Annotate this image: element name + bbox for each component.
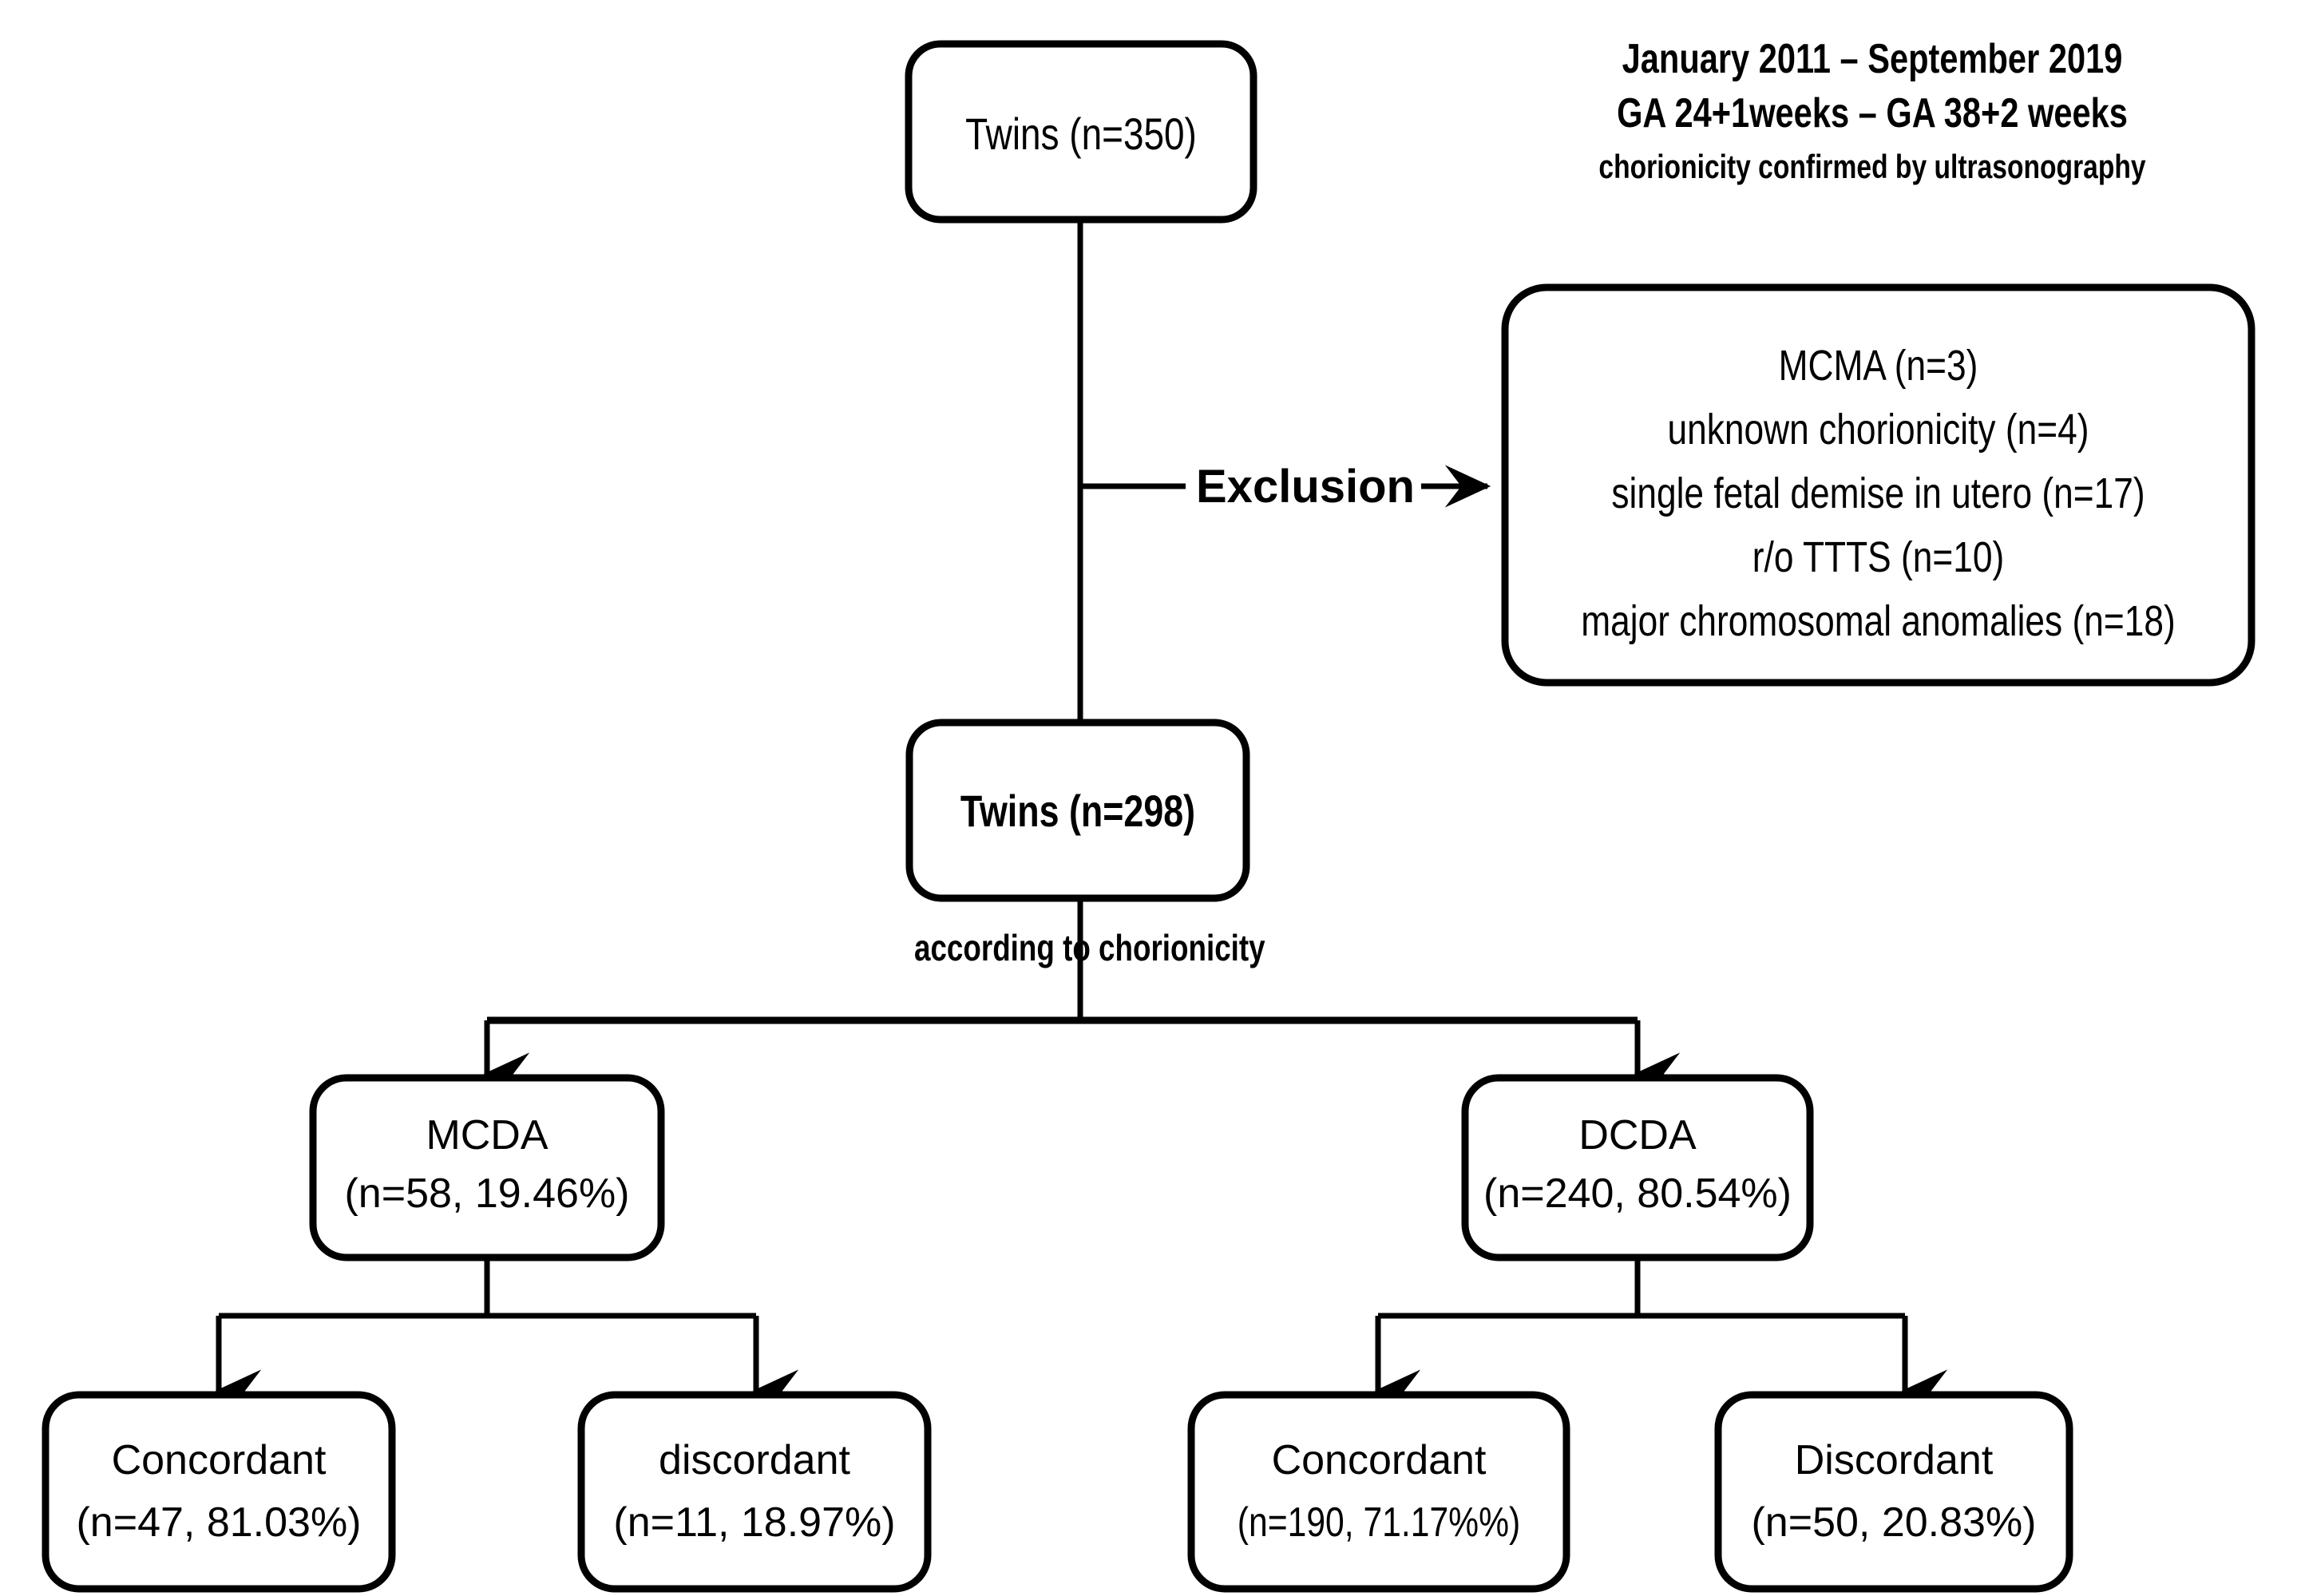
header-date-range: January 2011 – September 2019 [1622, 36, 2123, 82]
node-dcda-count: (n=240, 80.54%) [1483, 1170, 1792, 1217]
exclusion-item-chromosomal-anomalies: major chromosomal anomalies (n=18) [1581, 597, 2176, 645]
node-mcda-discordant-count: (n=11, 18.97%) [613, 1499, 896, 1546]
node-mcda-count: (n=58, 19.46%) [344, 1170, 630, 1217]
node-dcda-concordant-count: (n=190, 71.17%%) [1237, 1499, 1521, 1546]
exclusion-item-single-fetal-demise: single fetal demise in utero (n=17) [1611, 469, 2145, 517]
node-mcda-box[interactable] [309, 1074, 665, 1261]
node-included-box[interactable] [905, 719, 1250, 902]
node-mcda-concordant-box[interactable] [42, 1391, 396, 1593]
node-dcda-concordant-title: Concordant [1271, 1437, 1487, 1483]
node-dcda-title: DCDA [1578, 1112, 1697, 1158]
node-mcda-discordant-title: discordant [659, 1437, 850, 1483]
node-dcda-concordant-box[interactable] [1187, 1391, 1570, 1593]
chorionicity-split-label: according to chorionicity [914, 927, 1265, 968]
node-dcda-box[interactable] [1461, 1074, 1814, 1261]
node-dcda-discordant-box[interactable] [1714, 1391, 2073, 1593]
node-mcda-concordant-count: (n=47, 81.03%) [76, 1499, 362, 1546]
node-mcda-concordant-title: Concordant [111, 1437, 327, 1483]
exclusion-item-ro-ttts: r/o TTTS (n=10) [1752, 533, 2005, 581]
node-root-label: Twins (n=350) [965, 109, 1197, 159]
header-chorionicity-note: chorionicity confirmed by ultrasonograph… [1598, 148, 2146, 185]
header-ga-range: GA 24+1weeks – GA 38+2 weeks [1617, 90, 2128, 137]
exclusion-item-mcma: MCMA (n=3) [1778, 342, 1978, 390]
exclusion-label: Exclusion [1196, 461, 1415, 513]
node-root-box[interactable] [905, 40, 1257, 224]
node-mcda-title: MCDA [426, 1112, 549, 1158]
node-included-label: Twins (n=298) [960, 786, 1196, 836]
node-dcda-discordant-title: Discordant [1794, 1437, 1994, 1483]
node-exclusion-box[interactable] [1501, 283, 2255, 687]
node-dcda-discordant-count: (n=50, 20.83%) [1751, 1499, 2037, 1546]
exclusion-item-unknown-chorionicity: unknown chorionicity (n=4) [1667, 406, 2089, 453]
node-mcda-discordant-box[interactable] [577, 1391, 932, 1593]
